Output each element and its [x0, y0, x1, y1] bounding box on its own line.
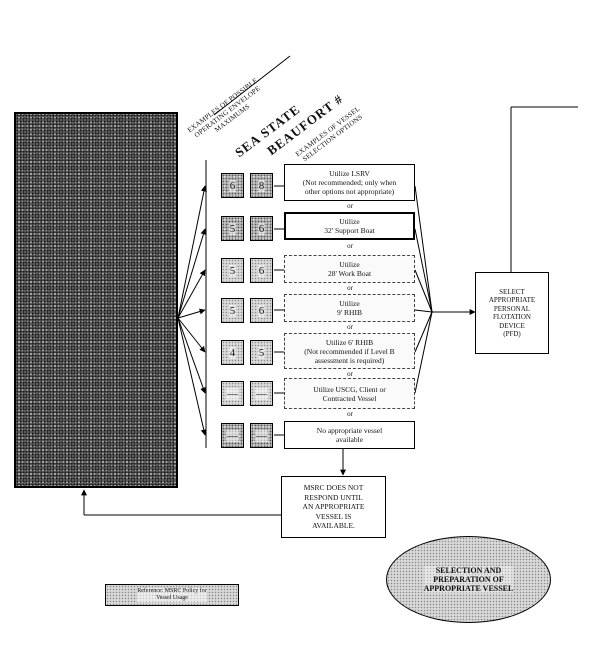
- sea-state-value: —: [221, 423, 244, 448]
- beaufort-value: 8: [250, 173, 273, 198]
- sea-state-value: 5: [221, 216, 244, 241]
- or-label: or: [347, 202, 353, 210]
- process-description-block: [14, 112, 178, 488]
- process-title-ellipse: SELECTION AND PREPARATION OF APPROPRIATE…: [386, 536, 551, 623]
- beaufort-value: 6: [250, 216, 273, 241]
- vessel-option: Utilize 9' RHIB: [284, 294, 415, 322]
- vessel-option: Utilize LSRV (Not recommended; only when…: [284, 164, 415, 201]
- vessel-option: Utilize USCG, Client or Contracted Vesse…: [284, 378, 415, 409]
- reference-note: Reference: MSRC Policy for Vessel Usage: [105, 584, 239, 606]
- msrc-no-response-box: MSRC DOES NOT RESPOND UNTIL AN APPROPRIA…: [281, 476, 386, 538]
- beaufort-value: —: [250, 423, 273, 448]
- vessel-option: No appropriate vessel available: [284, 421, 415, 449]
- sea-state-value: 6: [221, 173, 244, 198]
- sea-state-value: 4: [221, 340, 244, 365]
- sea-state-value: —: [221, 381, 244, 406]
- sea-state-value: 5: [221, 298, 244, 323]
- sea-state-value: 5: [221, 258, 244, 283]
- vessel-option: Utilize 6' RHIB (Not recommended if Leve…: [284, 333, 415, 369]
- beaufort-value: 5: [250, 340, 273, 365]
- reference-note-text: Reference: MSRC Policy for Vessel Usage: [137, 588, 207, 602]
- process-title: SELECTION AND PREPARATION OF APPROPRIATE…: [423, 566, 514, 593]
- beaufort-value: 6: [250, 258, 273, 283]
- or-label: or: [347, 410, 353, 418]
- or-label: or: [347, 323, 353, 331]
- vessel-option: Utilize 32' Support Boat: [284, 212, 415, 240]
- vessel-option: Utilize 28' Work Boat: [284, 255, 415, 283]
- select-pfd-box: SELECT APPROPRIATE PERSONAL FLOTATION DE…: [475, 272, 549, 354]
- beaufort-value: —: [250, 381, 273, 406]
- or-label: or: [347, 370, 353, 378]
- or-label: or: [347, 284, 353, 292]
- beaufort-value: 6: [250, 298, 273, 323]
- or-label: or: [347, 242, 353, 250]
